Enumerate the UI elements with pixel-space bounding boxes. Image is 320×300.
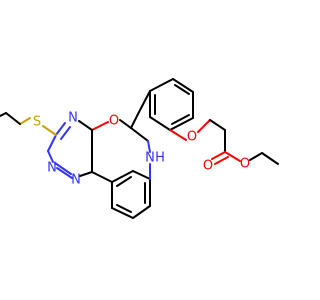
bond [130, 113, 139, 129]
bond [132, 170, 151, 180]
bond [19, 117, 31, 125]
bond [149, 116, 171, 131]
bond [130, 127, 149, 142]
atom-o-ester: O [240, 157, 250, 172]
bond [78, 120, 93, 131]
bond [42, 125, 57, 136]
bond [249, 152, 263, 161]
bond [5, 112, 21, 125]
bond [111, 207, 134, 219]
bond [132, 205, 151, 219]
bond [171, 114, 190, 125]
atom-label: N [71, 173, 81, 188]
bond [116, 176, 132, 187]
atom-n-triazine-left: N [47, 161, 57, 176]
atom-label: N [68, 111, 78, 126]
bond [91, 171, 113, 183]
bond [172, 78, 194, 93]
bond [224, 151, 241, 162]
bond [55, 122, 66, 136]
bond [174, 84, 190, 95]
bond [47, 134, 57, 152]
atom-label: O [109, 114, 119, 129]
bond [116, 204, 132, 213]
bond [169, 117, 194, 131]
atom-n-triazine-bottom: N [71, 173, 81, 188]
bond [209, 119, 226, 131]
bond [211, 151, 226, 160]
bond [261, 152, 279, 165]
atom-label: O [187, 130, 197, 145]
atom-label: O [240, 157, 250, 172]
atom-label: N [145, 151, 155, 166]
bond [54, 162, 72, 175]
molecule-structure: O N N N N H S O O O [0, 78, 279, 219]
bond [119, 119, 132, 129]
atom-o-carbonyl: O [203, 159, 213, 174]
molecule-canvas: O N N N N H S O O O [0, 78, 279, 219]
bond [47, 150, 54, 163]
bond [60, 126, 71, 140]
atom-nh: N H [145, 151, 165, 166]
atom-label: S [33, 115, 41, 130]
atom-label: O [203, 159, 213, 174]
bond [169, 129, 187, 141]
bond [214, 156, 229, 165]
bond [197, 119, 211, 133]
bond [0, 112, 7, 118]
bond [149, 78, 174, 92]
atom-label: H [155, 151, 165, 166]
bond [79, 171, 93, 177]
atom-label: N [47, 161, 57, 176]
bond [111, 170, 134, 183]
atom-s: S [33, 115, 41, 130]
bond [147, 140, 151, 153]
bond [91, 121, 109, 131]
bond [137, 90, 151, 115]
atom-o-ring: O [109, 114, 119, 129]
atom-o-ether: O [187, 130, 197, 145]
atom-n-triazine-top: N [68, 111, 78, 126]
bond [56, 167, 73, 179]
